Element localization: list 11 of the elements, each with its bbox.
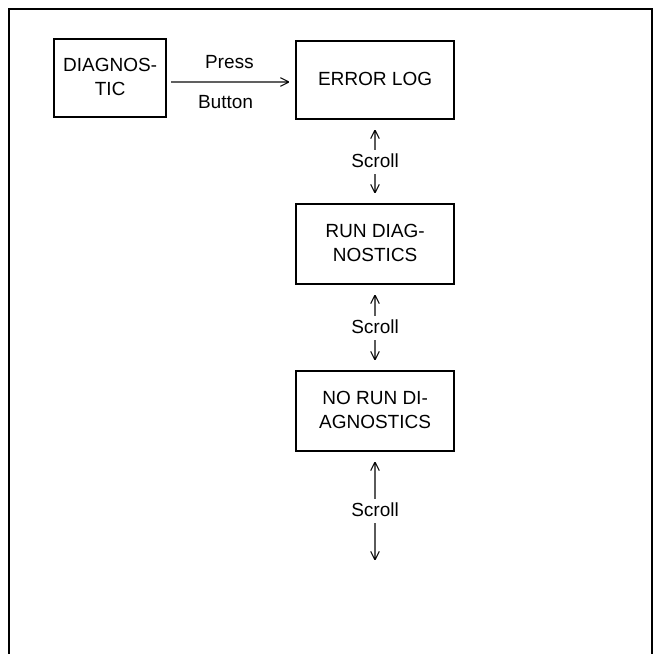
menu-label: ERROR LOG: [316, 68, 434, 92]
menu-label: NO RUN DI- AGNOSTICS: [318, 387, 432, 435]
arrow: [171, 76, 290, 88]
menu-label: RUN DIAG- NOSTICS: [324, 220, 426, 268]
action-label: Button: [198, 92, 253, 114]
menu-box: [53, 38, 167, 118]
menu-box: [295, 40, 455, 120]
action-label: Press: [205, 52, 254, 74]
menu-box: [295, 370, 455, 452]
menu-label: DIAGNOS- TIC: [62, 54, 158, 102]
menu-box: [295, 203, 455, 285]
